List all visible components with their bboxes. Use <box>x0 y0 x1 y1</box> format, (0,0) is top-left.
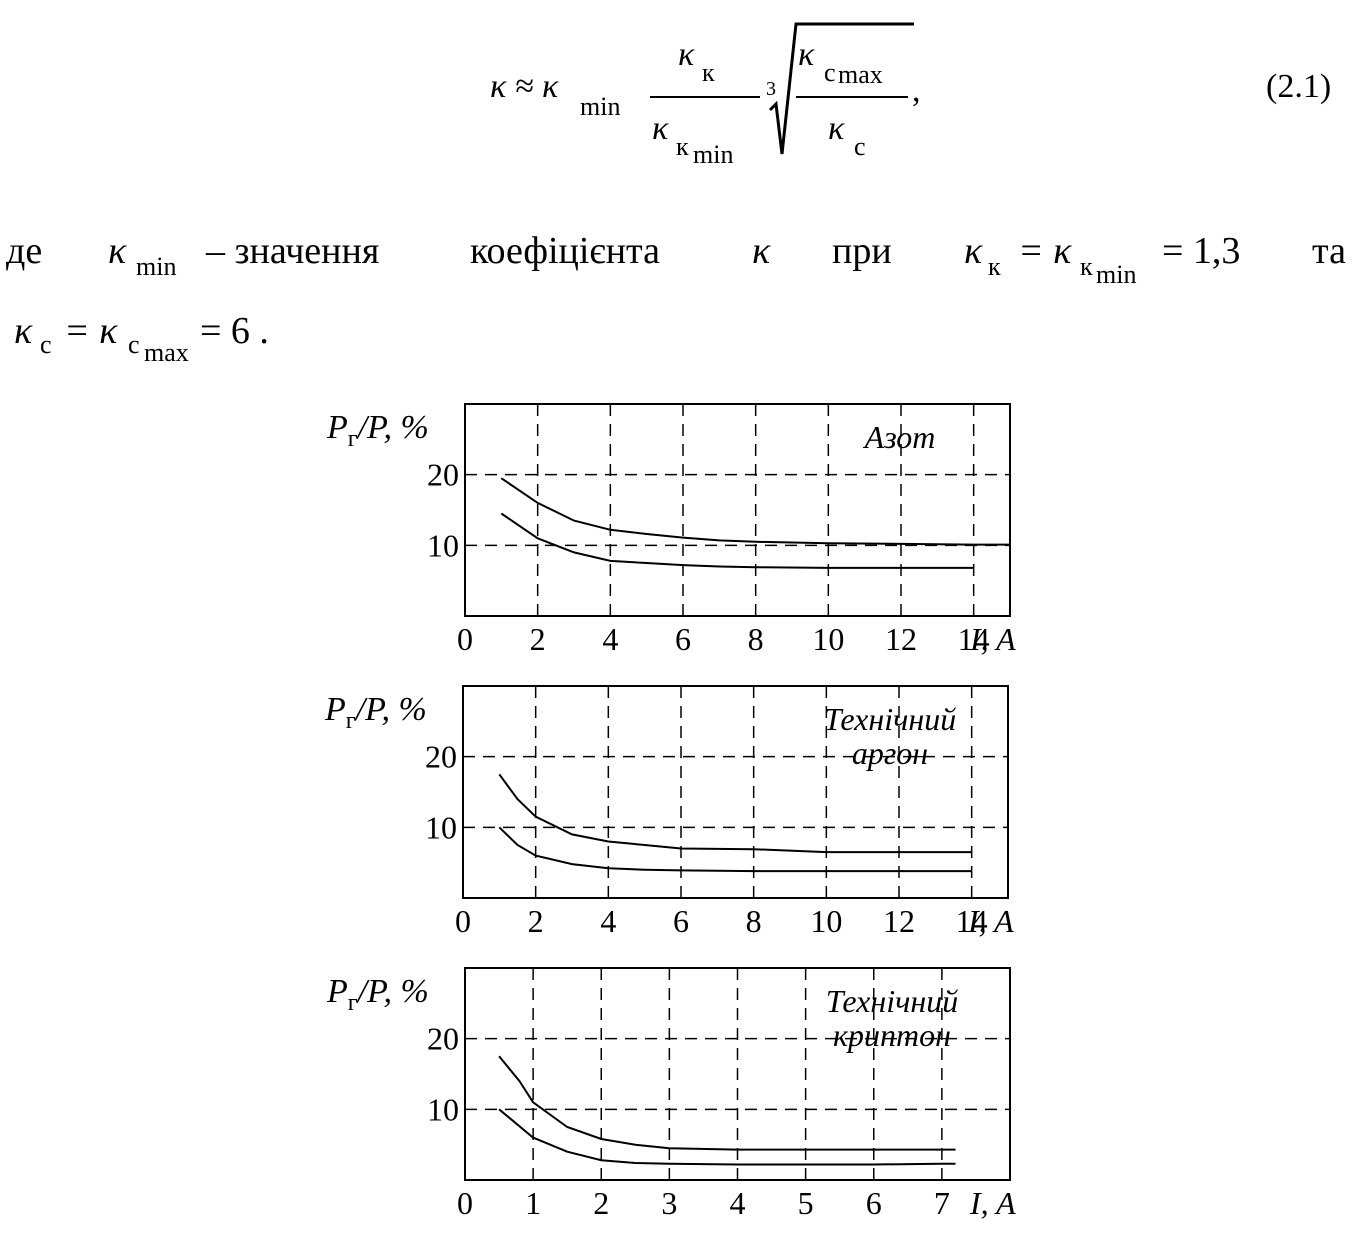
y-tick-label: 10 <box>427 527 459 563</box>
x-tick-label: 2 <box>593 1185 609 1221</box>
x-tick-label: 4 <box>600 903 616 939</box>
radicand-denominator-sub: c <box>854 132 866 161</box>
formula-comma: , <box>912 72 921 109</box>
x-tick-label: 0 <box>457 621 473 657</box>
cond2-subsub: max <box>144 338 189 367</box>
cond1-kappa-sub: к <box>988 252 1001 281</box>
radicand-numerator-sub: c <box>824 58 836 87</box>
formula-lhs: κ ≈ κ <box>490 68 559 105</box>
fraction-denominator-subsub: min <box>693 140 734 169</box>
cond1-sub: к <box>1080 252 1093 281</box>
fraction-numerator-sub: к <box>702 58 715 87</box>
x-tick-label: 6 <box>866 1185 882 1221</box>
radicand-numerator: κ <box>798 36 815 73</box>
x-axis-label: I, A <box>969 621 1016 657</box>
x-axis-label: I, A <box>967 903 1014 939</box>
gas-annotation: Азот <box>863 419 936 455</box>
y-axis-label: Pг/P, % <box>324 691 427 734</box>
radicand-numerator-subsub: max <box>838 60 883 89</box>
x-tick-label: 0 <box>457 1185 473 1221</box>
cond2-kappa: κ <box>14 310 33 352</box>
cond2-kappa-sub: c <box>40 330 52 359</box>
kappa-symbol: κ <box>752 230 771 272</box>
cond1-value: = 1,3 <box>1162 230 1241 272</box>
gas-annotation: Технічний <box>824 701 957 737</box>
x-tick-label: 5 <box>798 1185 814 1221</box>
cond2-sub: c <box>128 330 140 359</box>
x-tick-label: 14 <box>956 903 988 939</box>
cond2-eq: = κ <box>64 310 118 352</box>
word-value: – значення <box>206 230 380 272</box>
x-tick-label: 2 <box>530 621 546 657</box>
series-line-2 <box>498 1108 956 1166</box>
x-tick-label: 6 <box>673 903 689 939</box>
formula-lhs-sub: min <box>580 92 621 121</box>
x-tick-label: 8 <box>746 903 762 939</box>
series-line-1 <box>498 1055 956 1151</box>
cond1-eq: = κ <box>1018 230 1072 272</box>
x-tick-label: 4 <box>730 1185 746 1221</box>
x-tick-label: 14 <box>958 621 990 657</box>
x-tick-label: 7 <box>934 1185 950 1221</box>
formula-2-1: κ ≈ κ min κ к κ к min 3 κ c max κ c , <box>480 10 940 170</box>
fraction-numerator: κ <box>678 36 695 73</box>
fraction-bar <box>650 96 760 98</box>
word-at: при <box>832 230 892 272</box>
gas-annotation: аргон <box>852 735 928 771</box>
x-tick-label: 10 <box>810 903 842 939</box>
definition-paragraph: де κ min – значення коефіцієнта κ при κ … <box>0 230 1363 366</box>
x-tick-label: 12 <box>885 621 917 657</box>
kmin-sub: min <box>136 252 177 281</box>
equation-number: (2.1) <box>1266 68 1332 105</box>
series-line-2 <box>500 512 974 569</box>
x-tick-label: 3 <box>661 1185 677 1221</box>
y-tick-label: 10 <box>425 809 457 845</box>
plot-frame <box>462 685 1009 899</box>
cond2-value: = 6 . <box>200 310 269 352</box>
word-de: де <box>6 230 43 272</box>
word-and: та <box>1312 230 1346 272</box>
radicand-denominator: κ <box>828 110 845 147</box>
x-tick-label: 10 <box>812 621 844 657</box>
x-axis-label: I, A <box>969 1185 1016 1221</box>
gas-annotation: Технічний <box>826 983 959 1019</box>
kmin-symbol: κ <box>108 230 127 272</box>
chart-nitrogen: 0 2 4 6 8 10 12 14 20 10 Pг/P, % I, A Азот <box>326 403 1016 657</box>
root-index: 3 <box>766 78 776 100</box>
x-tick-label: 12 <box>883 903 915 939</box>
fraction-denominator-sub: к <box>676 132 689 161</box>
y-tick-label: 20 <box>427 1021 459 1057</box>
x-tick-label: 8 <box>748 621 764 657</box>
series-line-1 <box>500 477 1010 546</box>
radical-sign-icon <box>768 22 914 155</box>
cond1-subsub: min <box>1096 260 1137 289</box>
series-line-2 <box>498 826 972 873</box>
x-tick-label: 4 <box>602 621 618 657</box>
x-tick-label: 0 <box>455 903 471 939</box>
radicand-bar <box>796 96 908 98</box>
fraction-denominator: κ <box>652 110 669 147</box>
y-axis-label: Pг/P, % <box>326 409 429 452</box>
gas-annotation: криптон <box>833 1017 951 1053</box>
y-axis-label: Pг/P, % <box>326 973 429 1016</box>
plot-frame <box>464 403 1011 617</box>
y-tick-label: 20 <box>427 457 459 493</box>
word-coefficient: коефіцієнта <box>470 230 660 272</box>
y-tick-label: 10 <box>427 1091 459 1127</box>
x-tick-label: 6 <box>675 621 691 657</box>
y-tick-label: 20 <box>425 739 457 775</box>
cond1-kappa: κ <box>964 230 983 272</box>
series-line-1 <box>498 773 972 854</box>
x-tick-label: 2 <box>528 903 544 939</box>
x-tick-label: 1 <box>525 1185 541 1221</box>
